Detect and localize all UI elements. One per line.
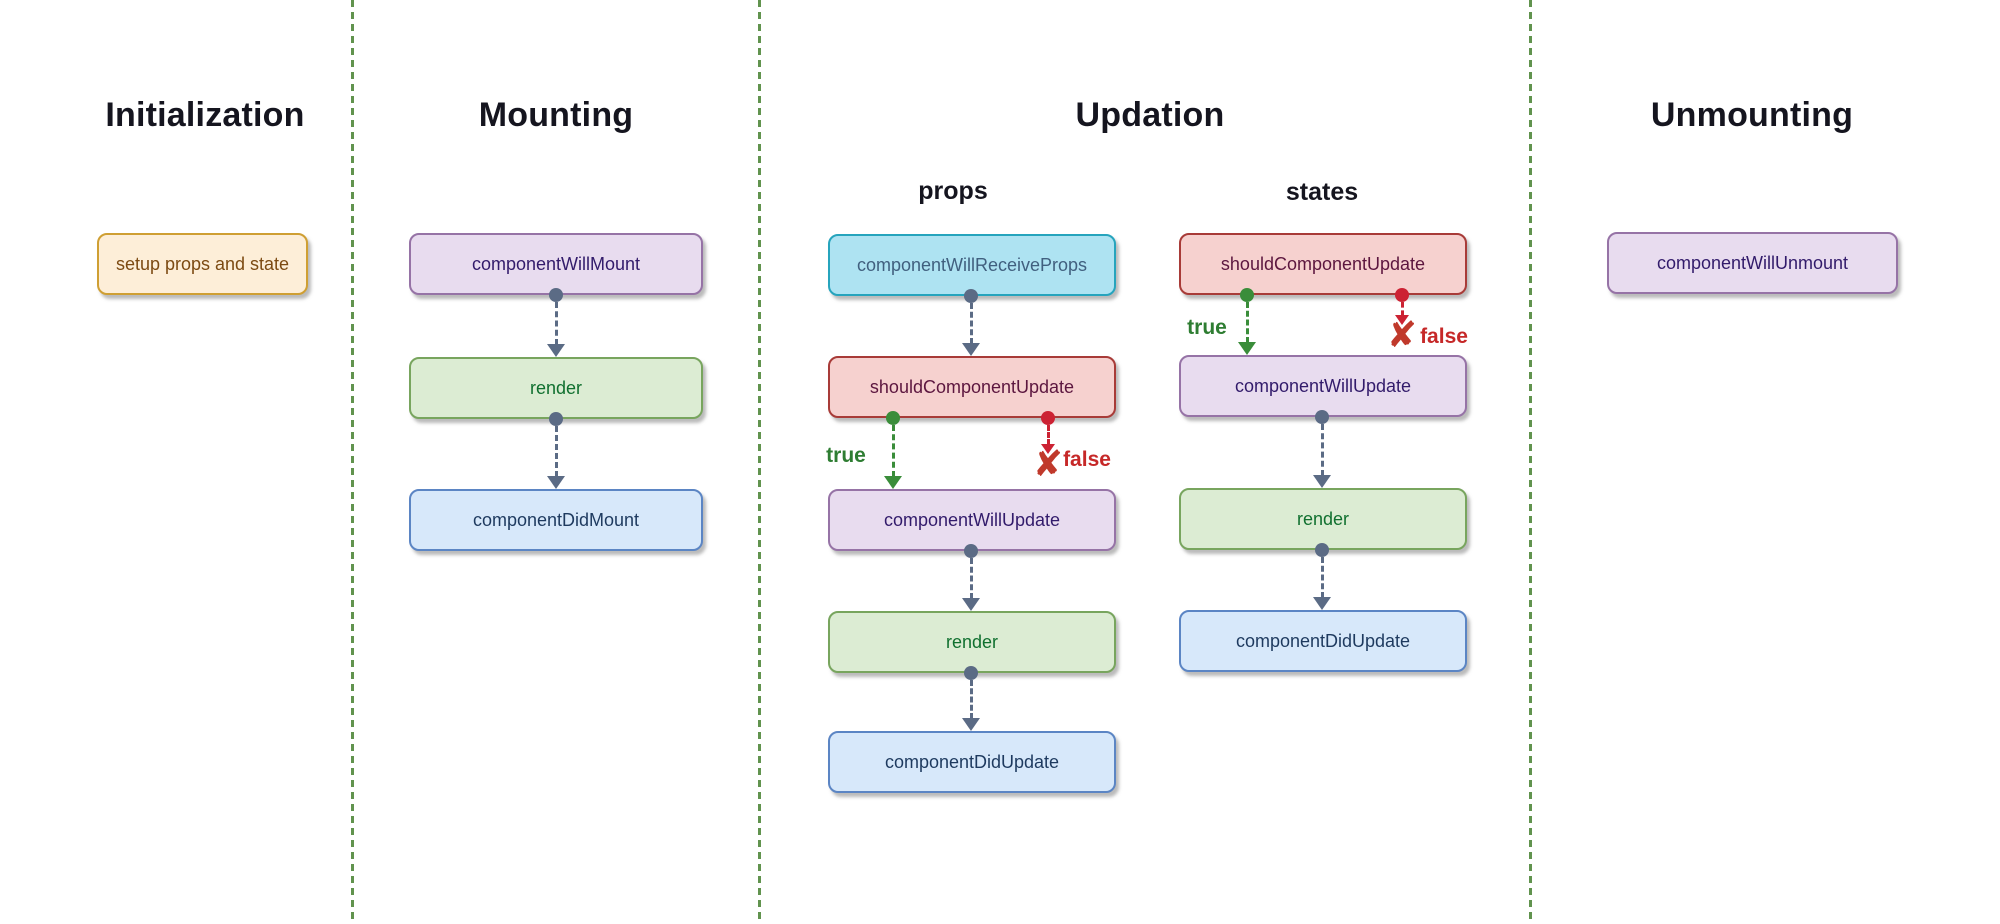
flow-arrow (546, 412, 566, 489)
flow-arrow (961, 289, 981, 356)
column-divider (1529, 0, 1532, 924)
true-branch-arrow (883, 411, 903, 489)
updation-title: Updation (1075, 96, 1225, 134)
states-subtitle: states (1285, 178, 1359, 206)
node-component-will-mount: componentWillMount (409, 233, 703, 295)
false-label: false (1420, 325, 1468, 348)
flow-arrow (1312, 543, 1332, 610)
column-divider (758, 0, 761, 924)
false-branch-arrow: ✘ (1387, 288, 1417, 354)
false-label: false (1063, 448, 1111, 471)
false-x-icon: ✘ (1386, 315, 1418, 356)
true-branch-arrow (1237, 288, 1257, 355)
node-should-component-update-props: shouldComponentUpdate (828, 356, 1116, 418)
node-render-states: render (1179, 488, 1467, 550)
column-divider (351, 0, 354, 924)
false-branch-arrow: ✘ (1033, 411, 1063, 483)
node-render-mounting: render (409, 357, 703, 419)
node-component-will-update-states: componentWillUpdate (1179, 355, 1467, 417)
true-label: true (826, 444, 866, 467)
initialization-title: Initialization (105, 96, 305, 134)
false-x-icon: ✘ (1032, 444, 1064, 485)
node-component-did-update-props: componentDidUpdate (828, 731, 1116, 793)
true-label: true (1187, 316, 1227, 339)
flow-arrow (961, 544, 981, 611)
flow-arrow (1312, 410, 1332, 488)
node-component-did-mount: componentDidMount (409, 489, 703, 551)
node-component-did-update-states: componentDidUpdate (1179, 610, 1467, 672)
node-should-component-update-states: shouldComponentUpdate (1179, 233, 1467, 295)
unmounting-title: Unmounting (1650, 96, 1854, 134)
mounting-title: Mounting (478, 96, 634, 134)
node-component-will-unmount: componentWillUnmount (1607, 232, 1898, 294)
props-subtitle: props (918, 177, 988, 205)
flow-arrow (961, 666, 981, 731)
node-render-props: render (828, 611, 1116, 673)
node-setup-props-and-state: setup props and state (97, 233, 308, 295)
node-component-will-update-props: componentWillUpdate (828, 489, 1116, 551)
node-component-will-receive-props: componentWillReceiveProps (828, 234, 1116, 296)
flow-arrow (546, 288, 566, 357)
